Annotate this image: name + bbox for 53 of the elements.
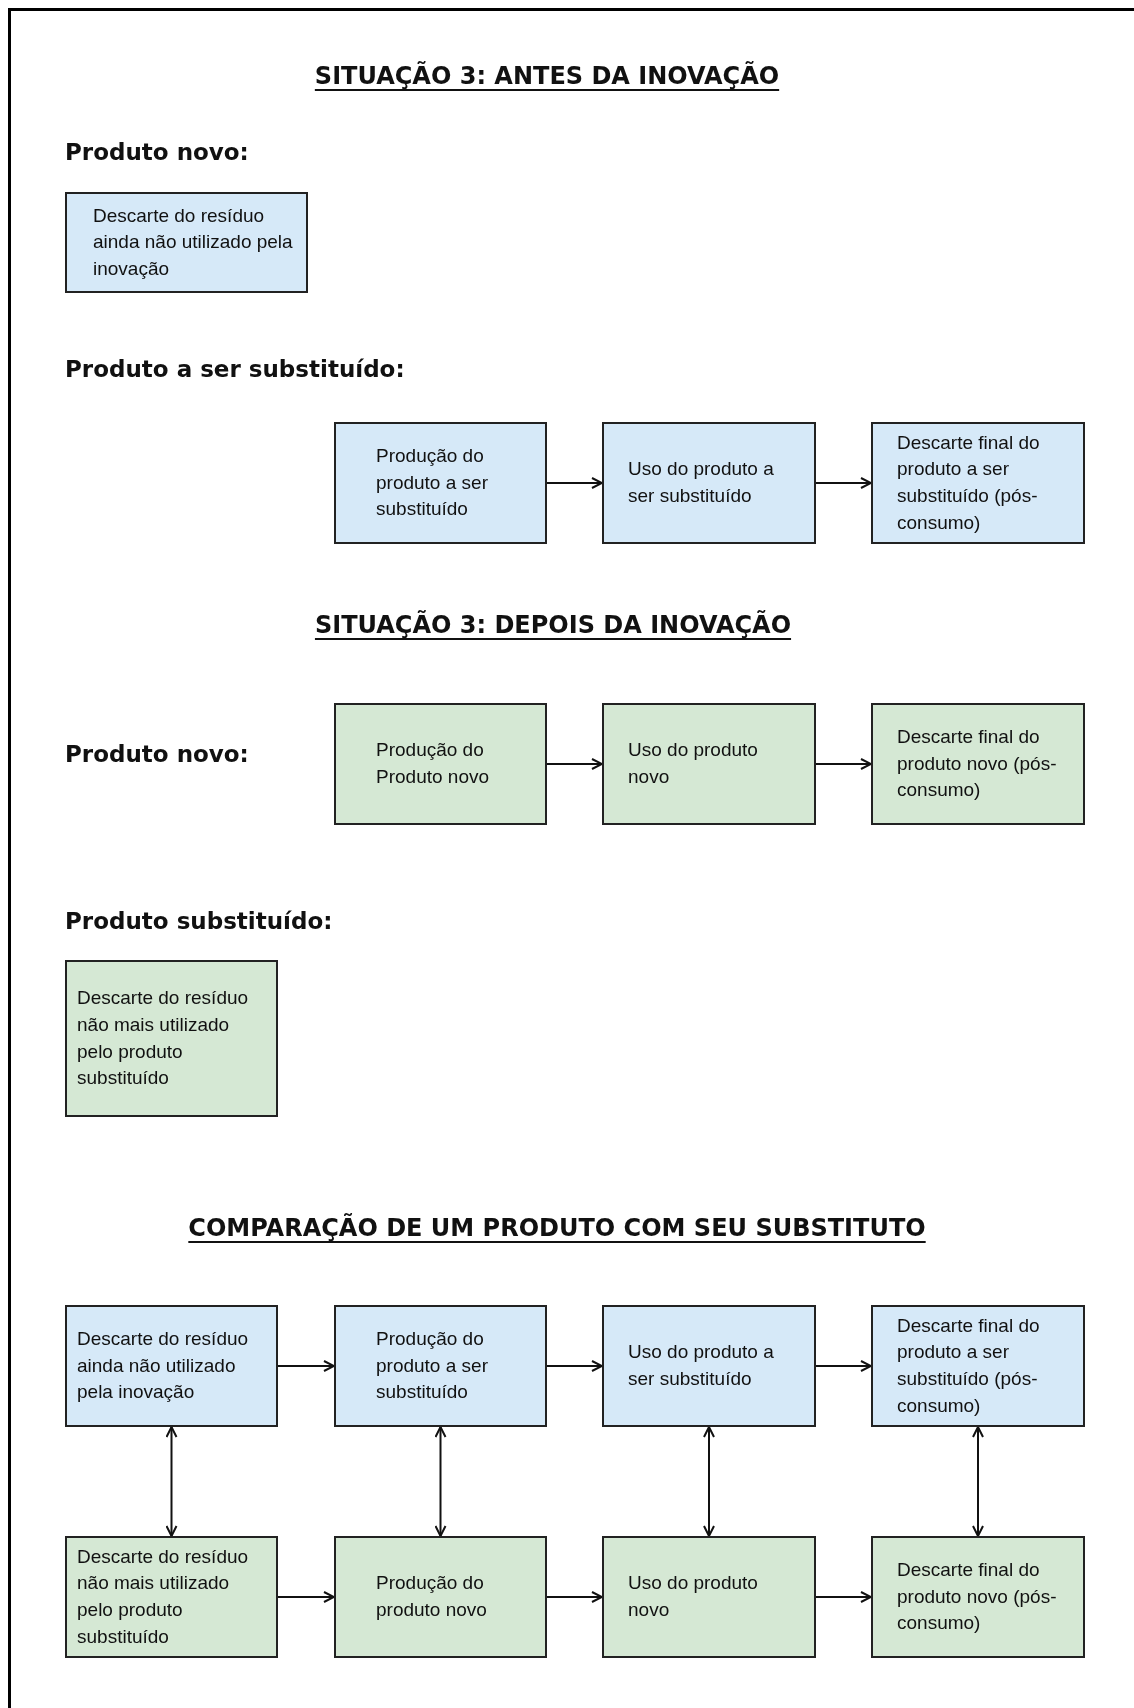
process-box (871, 1536, 1085, 1658)
arrow (815, 477, 872, 489)
arrow (972, 1426, 984, 1537)
box-text: Uso do produto a ser substituído (628, 457, 775, 508)
arrow (703, 1426, 715, 1537)
process-box (602, 1536, 816, 1658)
process-box (871, 422, 1085, 544)
section-heading: COMPARAÇÃO DE UM PRODUTO COM SEU SUBSTITUTO (188, 1214, 926, 1242)
section-heading: SITUAÇÃO 3: ANTES DA INOVAÇÃO (314, 62, 780, 90)
process-box (871, 1305, 1085, 1427)
box-text: Uso do produto a ser substituído (628, 1340, 775, 1391)
process-box (334, 1536, 547, 1658)
process-box (334, 1305, 547, 1427)
process-box (602, 703, 816, 825)
box-text: Descarte final do produto a ser substituído (pós-consumo) (897, 430, 1041, 535)
arrow (546, 1591, 603, 1603)
box-text: Produção do Produto novo (376, 738, 491, 789)
process-box (65, 960, 278, 1117)
box-text: Produção do produto a ser substituído (376, 444, 489, 522)
process-box (65, 1305, 278, 1427)
process-box (602, 422, 816, 544)
row-label: Produto novo: (65, 741, 249, 767)
arrow (277, 1360, 335, 1372)
arrow (815, 758, 872, 770)
arrow (546, 758, 603, 770)
arrow (546, 477, 603, 489)
box-text: Descarte do resíduo ainda não utilizado pela inovação (93, 203, 294, 281)
arrow (277, 1591, 335, 1603)
box-text: Descarte do resíduo não mais utilizado pelo produto substituído (77, 986, 250, 1091)
row-label: Produto novo: (65, 139, 249, 165)
arrow (546, 1360, 603, 1372)
box-text: Descarte do resíduo ainda não utilizado pela inovação (77, 1327, 250, 1405)
box-text: Descarte final do produto a ser substituído (pós-consumo) (897, 1313, 1041, 1418)
arrow (165, 1426, 178, 1537)
process-box (334, 422, 547, 544)
section-heading: SITUAÇÃO 3: DEPOIS DA INOVAÇÃO (314, 611, 792, 639)
process-box (602, 1305, 816, 1427)
row-label: Produto a ser substituído: (65, 356, 405, 382)
box-text: Uso do produto novo (628, 1571, 759, 1622)
box-text: Uso do produto novo (628, 738, 759, 789)
box-text: Descarte final do produto novo (pós-consumo) (897, 725, 1058, 803)
process-box (871, 703, 1085, 825)
box-text: Produção do produto a ser substituído (376, 1327, 489, 1405)
arrow (815, 1591, 872, 1603)
box-text: Descarte final do produto novo (pós-consumo) (897, 1558, 1058, 1636)
box-text: Produção do produto novo (376, 1571, 488, 1622)
box-text: Descarte do resíduo não mais utilizado pelo produto substituído (77, 1544, 250, 1649)
process-box (65, 1536, 278, 1658)
process-box (334, 703, 547, 825)
row-label: Produto substituído: (65, 908, 333, 934)
process-box (65, 192, 308, 293)
arrow (815, 1360, 872, 1372)
arrow (434, 1426, 447, 1537)
